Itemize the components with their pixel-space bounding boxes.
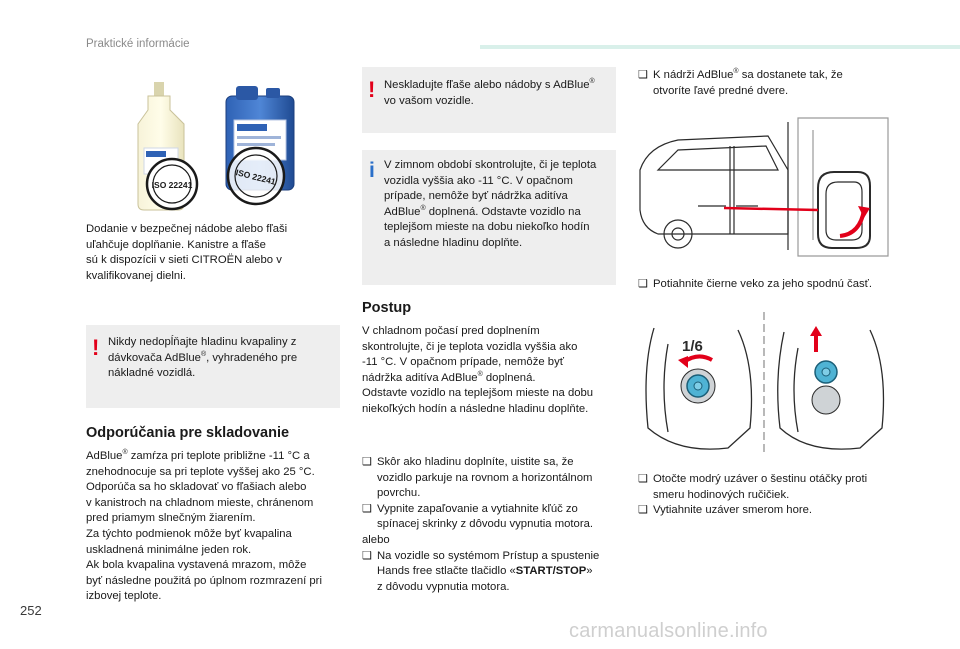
step-turn-pull: ❑ Otočte modrý uzáver o šestinu otáčky p… — [638, 472, 908, 519]
text-fragment: » — [586, 565, 593, 578]
text-fragment: Hands free stlačte tlačidlo « — [377, 565, 516, 578]
header-accent-bar — [480, 45, 960, 49]
van-door-illustration — [638, 110, 892, 260]
text-line: prípade, nemôže byť nádržka aditíva — [384, 190, 568, 203]
text-line: Otočte modrý uzáver o šestinu otáčky pro… — [653, 473, 868, 485]
text-line: nádržka aditíva AdBlue® doplnená. — [362, 371, 536, 384]
check-box-icon: ❑ — [362, 502, 372, 515]
exclamation-icon: ! — [368, 77, 376, 102]
check-box-icon: ❑ — [638, 473, 648, 485]
page-number: 252 — [20, 603, 42, 618]
adblue-bottles-image: ISO 22241 ISO 22241 — [137, 82, 295, 211]
fraction-label: 1/6 — [682, 338, 703, 355]
van-filler-image — [639, 117, 889, 257]
check-box-icon: ❑ — [638, 278, 648, 290]
storage-heading: Odporúčania pre skladovanie — [86, 425, 290, 441]
text-line: uľahčuje doplňanie. Kanistre a fľaše — [86, 238, 266, 251]
text-line: byť následne použitá po úplnom rozmrazen… — [86, 574, 322, 587]
step-access-tank: ❑ K nádrži AdBlue® sa dostanete tak, že … — [638, 68, 898, 99]
step-turn-cap: ❑ Otočte modrý uzáver o šestinu otáčky p… — [638, 472, 908, 503]
text-line: Na vozidle so systémom Prístup a spusten… — [377, 549, 600, 562]
text-line: smeru hodinových ručičiek. — [653, 488, 790, 501]
text-line: Odstavte vozidlo na teplejšom mieste na … — [362, 387, 594, 400]
adblue-containers-illustration: ISO 22241 ISO 22241 — [86, 76, 340, 216]
text-line: spínacej skrinky z dôvodu vypnutia motor… — [377, 518, 594, 531]
text-line: znehodnocuje sa pri teplote vyššej ako 2… — [86, 465, 315, 478]
delivery-paragraph: Dodanie v bezpečnej nádobe alebo fľaši u… — [86, 222, 340, 284]
text-line: uskladnená minimálne jeden rok. — [86, 543, 252, 556]
text-line: -11 °C. V opačnom prípade, nemôže byť — [362, 356, 564, 369]
step-pull-cover: ❑ Potiahnite čierne veko za jeho spodnú … — [638, 277, 898, 293]
text-line: otvoríte ľavé predné dvere. — [653, 84, 789, 97]
text-line: z dôvodu vypnutia motora. — [377, 580, 510, 593]
procedure-steps: ❑ Skôr ako hladinu doplníte, uistite sa,… — [362, 455, 624, 595]
step-start-stop: ❑ Na vozidle so systémom Prístup a spust… — [362, 549, 624, 596]
check-box-icon: ❑ — [362, 456, 372, 468]
iso-seal-label-1: ISO 22241 — [152, 180, 193, 190]
text-line: dávkovača AdBlue®, vyhradeného pre — [108, 350, 298, 364]
procedure-heading: Postup — [362, 300, 412, 316]
info-text: V zimnom období skontrolujte, či je tepl… — [384, 158, 596, 252]
step-ignition-off: ❑ Vypnite zapaľovanie a vytiahnite kľúč … — [362, 502, 624, 533]
text-line: kvalifikovanej dielni. — [86, 269, 186, 282]
text-line: vozidlo parkuje na rovnom a horizontálno… — [377, 471, 593, 484]
text-line: vo vašom vozidle. — [384, 94, 474, 107]
text-line: Vypnite zapaľovanie a vytiahnite kľúč zo — [377, 502, 578, 515]
section-label: Praktické informácie — [86, 38, 190, 50]
info-i-icon: i — [369, 159, 375, 182]
text-line: izbovej teplote. — [86, 590, 162, 603]
text-line: Nikdy nedopĺňajte hladinu kvapaliny z — [108, 336, 297, 348]
text-line: skontrolujte, či je teplota vozidla vyšš… — [362, 340, 578, 353]
text-line: Potiahnite čierne veko za jeho spodnú ča… — [653, 278, 873, 290]
text-line: K nádrži AdBlue® sa dostanete tak, že — [653, 68, 843, 81]
check-box-icon: ❑ — [362, 549, 372, 562]
warning-box-storage: ! Neskladujte fľaše alebo nádoby s AdBlu… — [362, 67, 616, 133]
text-line: nákladné vozidlá. — [108, 367, 196, 380]
text-line: AdBlue® doplnená. Odstavte vozidlo na — [384, 205, 581, 218]
text-line: teplejšom mieste na dobu niekoľko hodín — [384, 221, 590, 234]
or-label: alebo — [362, 533, 390, 546]
warning-text: Neskladujte fľaše alebo nádoby s AdBlue®… — [384, 78, 595, 109]
step-pull-cap: ❑ Vytiahnite uzáver smerom hore. — [638, 503, 908, 519]
check-box-icon: ❑ — [638, 69, 648, 81]
text-line: Neskladujte fľaše alebo nádoby s AdBlue® — [384, 78, 595, 91]
text-line: Dodanie v bezpečnej nádobe alebo fľaši — [86, 223, 288, 235]
text-line: a následne hladinu doplňte. — [384, 236, 523, 249]
warning-box-dispenser: ! Nikdy nedopĺňajte hladinu kvapaliny z … — [86, 325, 340, 408]
check-box-icon: ❑ — [638, 504, 648, 517]
text-line: V chladnom počasí pred doplnením — [362, 325, 540, 337]
storage-paragraph: AdBlue® zamŕza pri teplote približne -11… — [86, 449, 340, 605]
watermark: carmanualsonline.info — [569, 620, 768, 642]
text-line: AdBlue® zamŕza pri teplote približne -11… — [86, 449, 310, 462]
text-line: Vytiahnite uzáver smerom hore. — [653, 504, 813, 517]
text-line: povrchu. — [377, 487, 421, 500]
info-box-winter: i V zimnom období skontrolujte, či je te… — [362, 150, 616, 285]
procedure-paragraph: V chladnom počasí pred doplnením skontro… — [362, 324, 616, 418]
text-line: sú k dispozícii v sieti CITROËN alebo v — [86, 254, 282, 267]
text-line: Skôr ako hladinu doplníte, uistite sa, ž… — [377, 456, 574, 468]
warning-text: Nikdy nedopĺňajte hladinu kvapaliny z dá… — [108, 335, 297, 382]
cap-removal-illustration: 1/6 — [638, 308, 892, 458]
exclamation-icon: ! — [92, 335, 100, 360]
text-line: V zimnom období skontrolujte, či je tepl… — [384, 159, 597, 171]
text-line: v kanistroch na chladnom mieste, chránen… — [86, 496, 314, 509]
text-line: Za týchto podmienok môže byť kvapalina — [86, 527, 292, 540]
text-line: Ak bola kvapalina vystavená mrazom, môže — [86, 559, 307, 572]
text-line: niekoľkých hodín a následne hladinu dopl… — [362, 402, 589, 415]
blue-cap-image: 1/6 — [645, 312, 885, 454]
text-line: pred priamym slnečným žiarením. — [86, 512, 256, 525]
text-line: vozidla vyššia ako -11 °C. V opačnom — [384, 174, 573, 187]
start-stop-label: START/STOP — [515, 565, 587, 578]
step-level-surface: ❑ Skôr ako hladinu doplníte, uistite sa,… — [362, 455, 624, 502]
text-line: Odporúča sa ho skladovať vo fľašiach ale… — [86, 481, 307, 494]
